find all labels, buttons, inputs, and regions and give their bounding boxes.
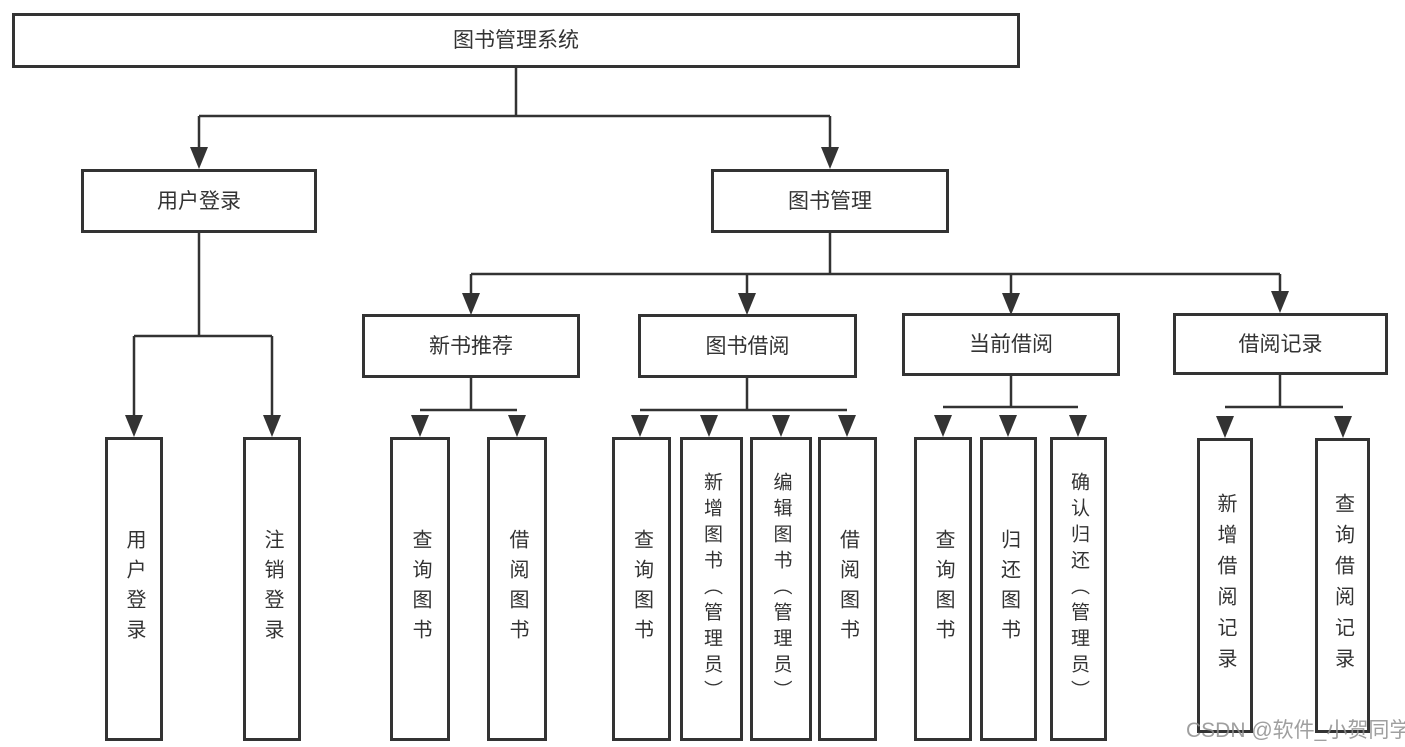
node-current-borrow: 当前借阅 [902,313,1120,376]
arrowhead-icon [462,293,480,315]
arrowhead-icon [631,415,649,437]
leaf-add-borrow-record-label: 新增借阅记录 [1214,492,1236,679]
arrowhead-icon [411,415,429,437]
node-borrow-records: 借阅记录 [1173,313,1388,375]
leaf-return-books-label: 归还图书 [997,529,1020,649]
arrowhead-icon [838,415,856,437]
leaf-edit-book-admin: 编辑图书（管理员） [750,437,812,741]
leaf-confirm-return-admin: 确认归还（管理员） [1050,437,1107,741]
leaf-user-login: 用户登录 [105,437,163,741]
leaf-user-login-label: 用户登录 [123,529,145,649]
leaf-borrow-books-borrow-label: 借阅图书 [836,529,859,649]
arrowhead-icon [700,415,718,437]
leaf-query-books-borrow-label: 查询图书 [630,529,653,649]
node-book-borrow: 图书借阅 [638,314,857,378]
csdn-watermark: CSDN @软件_小贺同学 [1186,719,1405,742]
arrowhead-icon [190,147,208,169]
leaf-confirm-return-admin-label: 确认归还（管理员） [1068,472,1089,706]
node-new-book-recommend-label: 新书推荐 [429,334,513,358]
arrowhead-icon [1216,416,1234,438]
leaf-add-borrow-record: 新增借阅记录 [1197,438,1253,733]
leaf-edit-book-admin-label: 编辑图书（管理员） [770,472,792,706]
node-user-login: 用户登录 [81,169,317,233]
node-borrow-records-label: 借阅记录 [1238,332,1323,356]
leaf-logout: 注销登录 [243,437,301,741]
node-new-book-recommend: 新书推荐 [362,314,580,378]
leaf-query-borrow-record-label: 查询借阅记录 [1331,492,1354,679]
arrowhead-icon [999,415,1017,437]
leaf-borrow-books-borrow: 借阅图书 [818,437,877,741]
node-book-management-label: 图书管理 [788,189,872,213]
node-user-login-label: 用户登录 [157,189,241,213]
leaf-logout-label: 注销登录 [261,529,283,649]
node-current-borrow-label: 当前借阅 [969,333,1053,356]
arrowhead-icon [263,415,281,437]
leaf-borrow-books-recommend: 借阅图书 [487,437,547,741]
node-book-borrow-label: 图书借阅 [705,334,790,358]
node-library-system: 图书管理系统 [12,13,1020,68]
arrowhead-icon [1271,291,1289,313]
arrowhead-icon [934,415,952,437]
arrowhead-icon [508,415,526,437]
leaf-query-books-recommend: 查询图书 [390,437,450,741]
leaf-query-books-current-label: 查询图书 [932,529,954,649]
leaf-query-borrow-record: 查询借阅记录 [1315,438,1370,733]
leaf-add-book-admin: 新增图书（管理员） [680,437,743,741]
arrowhead-icon [1002,293,1020,315]
arrowhead-icon [738,293,756,315]
leaf-return-books: 归还图书 [980,437,1037,741]
arrowhead-icon [772,415,790,437]
arrowhead-icon [821,147,839,169]
leaf-add-book-admin-label: 新增图书（管理员） [701,472,722,706]
leaf-borrow-books-recommend-label: 借阅图书 [506,529,528,649]
arrowhead-icon [1069,415,1087,437]
arrowhead-icon [1334,416,1352,438]
node-library-system-label: 图书管理系统 [453,29,579,52]
node-book-management: 图书管理 [711,169,949,233]
leaf-query-books-recommend-label: 查询图书 [409,529,431,649]
leaf-query-books-current: 查询图书 [914,437,972,741]
leaf-query-books-borrow: 查询图书 [612,437,671,741]
arrowhead-icon [125,415,143,437]
